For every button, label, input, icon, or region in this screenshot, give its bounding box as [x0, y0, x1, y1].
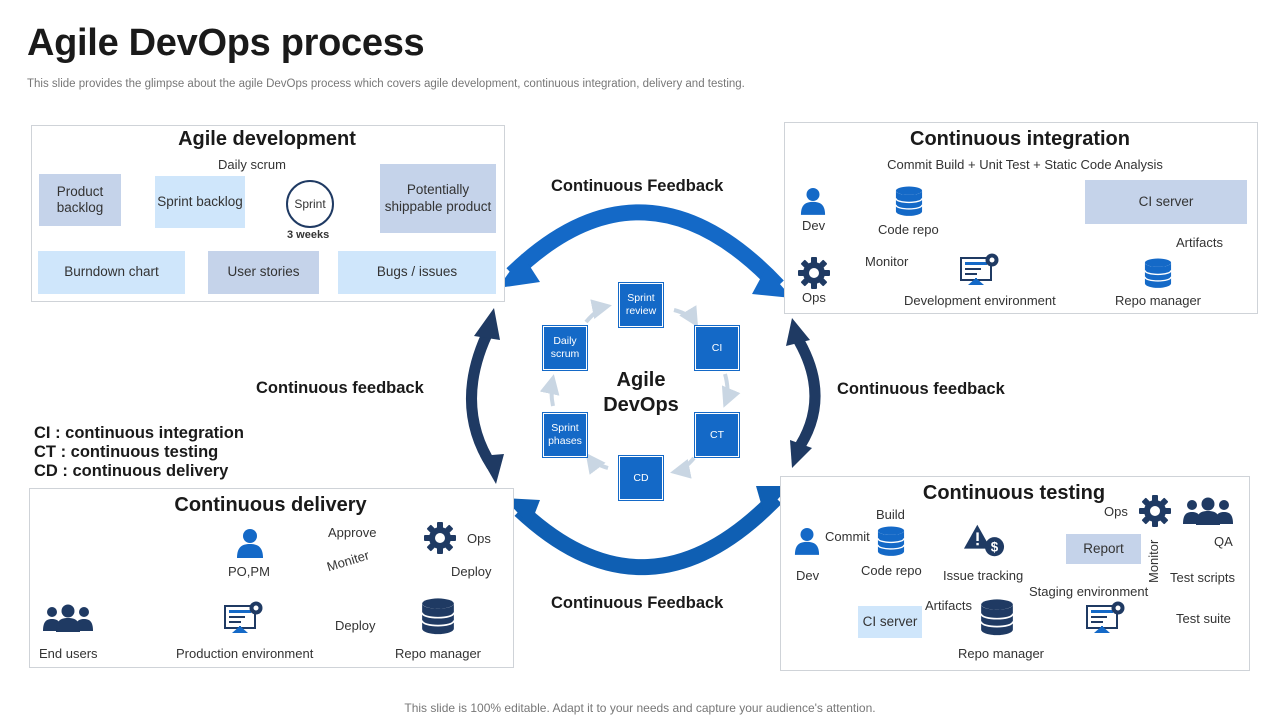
continuous-delivery-title: Continuous delivery [174, 494, 367, 516]
potentially-shippable-box: Potentially shippable product [380, 164, 496, 233]
step-daily-scrum: Daily scrum [542, 325, 588, 371]
daily-scrum-label: Daily scrum [218, 157, 286, 172]
step-ct: CT [694, 412, 740, 458]
ci-repo-manager-label: Repo manager [1115, 293, 1201, 308]
cycle-arrow-top [506, 204, 784, 292]
step-ci: CI [694, 325, 740, 371]
ct-repo-manager-database-icon [980, 597, 1014, 637]
report-box: Report [1066, 534, 1141, 564]
ct-commit-label: Commit [825, 529, 870, 544]
ci-monitor-label: Monitor [865, 254, 909, 269]
staging-environment-icon [1086, 600, 1126, 634]
ci-subtitle: Commit Build + Unit Test + Static Code A… [887, 157, 1163, 172]
ct-dev-person-icon [794, 526, 820, 556]
ops-gear-icon [798, 257, 830, 289]
step-cd: CD [618, 455, 664, 501]
development-environment-icon [960, 252, 1000, 286]
ci-dev-env-label: Development environment [904, 293, 1056, 308]
repo-manager-database-icon [1144, 258, 1172, 288]
cycle-arrow-right [791, 333, 821, 456]
cd-approve-label: Approve [328, 525, 377, 540]
ct-ops-label: Ops [1104, 504, 1128, 519]
continuous-testing-panel [780, 476, 1250, 671]
agile-development-title: Agile development [178, 128, 356, 150]
product-backlog-box: Product backlog [39, 174, 121, 226]
abbreviation-legend: CI : continuous integration CT : continu… [34, 424, 244, 481]
ct-ops-gear-icon [1139, 495, 1171, 527]
cd-repo-manager-database-icon [421, 597, 455, 635]
feedback-label-left: Continuous feedback [256, 379, 424, 397]
user-stories-box: User stories [208, 251, 319, 294]
ct-test-scripts-label: Test scripts [1170, 570, 1236, 585]
cd-end-users-label: End users [39, 646, 98, 661]
ci-dev-label: Dev [802, 218, 826, 233]
issue-tracking-icon [963, 523, 1005, 559]
qa-group-icon [1182, 497, 1234, 525]
footer-note: This slide is 100% editable. Adapt it to… [404, 701, 876, 715]
ci-artifacts-label: Artifacts [1176, 235, 1223, 250]
sprint-backlog-box: Sprint backlog [155, 176, 245, 228]
cycle-arrow-left [466, 325, 497, 469]
po-pm-person-icon [236, 527, 264, 559]
ct-build-label: Build [876, 507, 905, 522]
ct-monitor-label: Monitor [1146, 539, 1161, 583]
feedback-label-bottom: Continuous Feedback [551, 594, 724, 612]
cd-deploy-label-2: Deploy [335, 618, 376, 633]
ct-dev-label: Dev [796, 568, 820, 583]
step-sprint-phases: Sprint phases [542, 412, 588, 458]
step-sprint-review: Sprint review [618, 282, 664, 328]
cd-ops-gear-icon [424, 522, 456, 554]
legend-item: CD : continuous delivery [34, 462, 229, 480]
ci-code-repo-label: Code repo [878, 222, 939, 237]
cd-repo-manager-label: Repo manager [395, 646, 481, 661]
cycle-arrow-bottom [514, 492, 782, 576]
ct-staging-env-label: Staging environment [1029, 584, 1149, 599]
burndown-chart-box: Burndown chart [38, 251, 185, 294]
cd-deploy-label-1: Deploy [451, 564, 492, 579]
ci-server-box: CI server [1085, 180, 1247, 224]
production-environment-icon [224, 600, 264, 634]
legend-item: CI : continuous integration [34, 424, 244, 442]
sprint-circle: Sprint [286, 180, 334, 228]
page-title: Agile DevOps process [27, 22, 425, 64]
bugs-issues-box: Bugs / issues [338, 251, 496, 294]
ct-repo-manager-label: Repo manager [958, 646, 1044, 661]
cd-prod-env-label: Production environment [176, 646, 314, 661]
feedback-label-right: Continuous feedback [837, 380, 1005, 398]
end-users-group-icon [42, 604, 94, 632]
ct-code-repo-database-icon [877, 526, 905, 556]
legend-item: CT : continuous testing [34, 443, 219, 461]
ci-ops-label: Ops [802, 290, 826, 305]
ct-artifacts-label: Artifacts [925, 598, 972, 613]
cd-popm-label: PO,PM [228, 564, 270, 579]
cd-ops-label: Ops [467, 531, 491, 546]
ct-issue-tracking-label: Issue tracking [943, 568, 1024, 583]
ct-test-suite-label: Test suite [1176, 611, 1231, 626]
code-repo-database-icon [895, 186, 923, 216]
ct-code-repo-label: Code repo [861, 563, 922, 578]
sprint-duration: 3 weeks [287, 229, 330, 241]
dev-person-icon [800, 186, 826, 216]
ct-qa-label: QA [1214, 534, 1233, 549]
center-title: Agile DevOps [603, 369, 679, 416]
sprint-label: Sprint [294, 197, 326, 211]
continuous-integration-title: Continuous integration [910, 128, 1130, 150]
feedback-label-top: Continuous Feedback [551, 177, 724, 195]
continuous-delivery-panel [29, 488, 514, 668]
ct-ci-server-box: CI server [858, 606, 922, 638]
page-subtitle: This slide provides the glimpse about th… [27, 78, 745, 90]
continuous-testing-title: Continuous testing [922, 482, 1106, 504]
